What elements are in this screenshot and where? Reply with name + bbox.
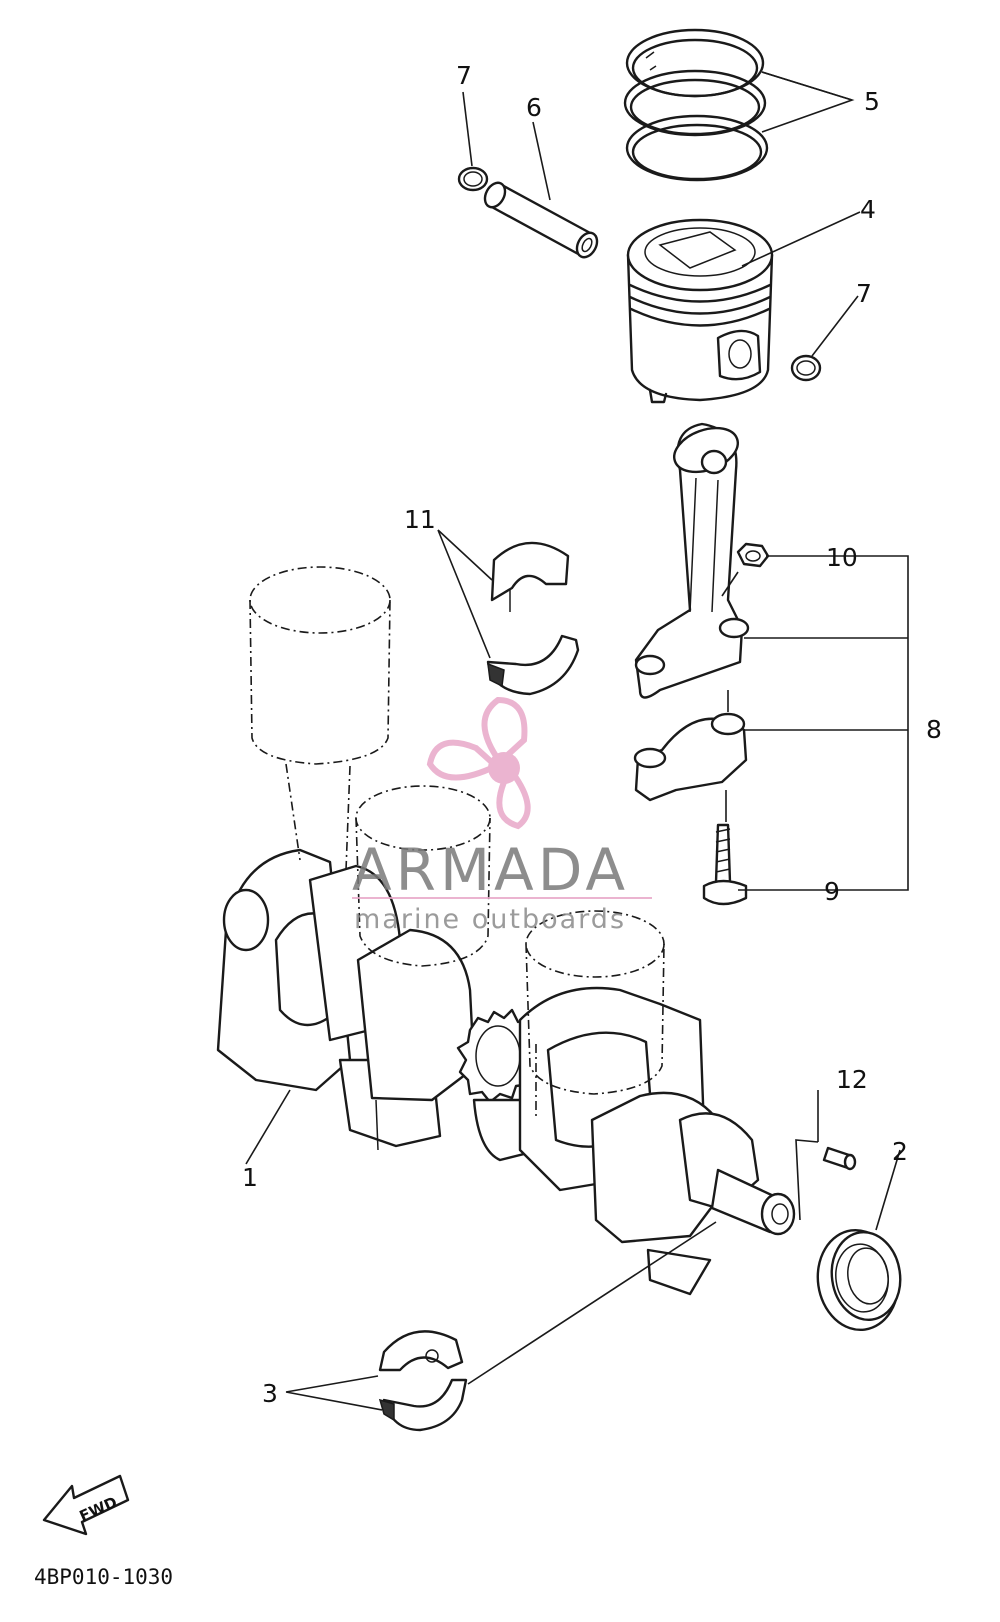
callout-12: 12 xyxy=(836,1065,868,1094)
crankshaft[interactable] xyxy=(216,848,796,1296)
callout-9: 9 xyxy=(824,877,840,906)
callout-3: 3 xyxy=(262,1379,278,1408)
phantom-pistons xyxy=(249,566,665,1120)
propeller-logo-icon xyxy=(426,696,531,830)
oil-seal[interactable] xyxy=(811,1225,905,1335)
callout-5: 5 xyxy=(864,87,880,116)
watermark-title: ARMADA xyxy=(352,836,629,904)
callout-4: 4 xyxy=(860,195,876,224)
connecting-rod[interactable] xyxy=(634,420,750,699)
rod-nut[interactable] xyxy=(736,542,770,568)
main-bearings[interactable] xyxy=(378,1330,468,1432)
rod-cap[interactable] xyxy=(633,712,748,802)
callout-labels: 7 6 5 4 7 11 10 8 9 12 2 1 3 xyxy=(242,61,942,1408)
piston-pin[interactable] xyxy=(481,179,601,260)
callout-1: 1 xyxy=(242,1163,258,1192)
piston[interactable] xyxy=(626,218,774,404)
rod-bolt[interactable] xyxy=(702,823,748,906)
forward-arrow-icon: FWD xyxy=(42,1474,130,1536)
big-end-bearing-lower[interactable] xyxy=(486,634,580,696)
callout-8: 8 xyxy=(926,715,942,744)
diagram-code: 4BP010-1030 xyxy=(34,1565,173,1589)
dowel-pin[interactable] xyxy=(822,1146,857,1171)
circlip-right[interactable] xyxy=(790,354,822,382)
callout-10: 10 xyxy=(826,543,858,572)
armada-watermark: ARMADA marine outboards xyxy=(352,696,652,935)
callout-2: 2 xyxy=(892,1137,908,1166)
big-end-bearing-upper[interactable] xyxy=(490,541,570,612)
callout-11: 11 xyxy=(404,505,436,534)
circlip-top[interactable] xyxy=(457,166,489,192)
piston-rings[interactable] xyxy=(623,28,769,182)
callout-6: 6 xyxy=(526,93,542,122)
callout-7-top: 7 xyxy=(456,61,472,90)
leader-lines xyxy=(245,71,909,1411)
watermark-subtitle: marine outboards xyxy=(354,904,626,935)
callout-7-right: 7 xyxy=(856,279,872,308)
